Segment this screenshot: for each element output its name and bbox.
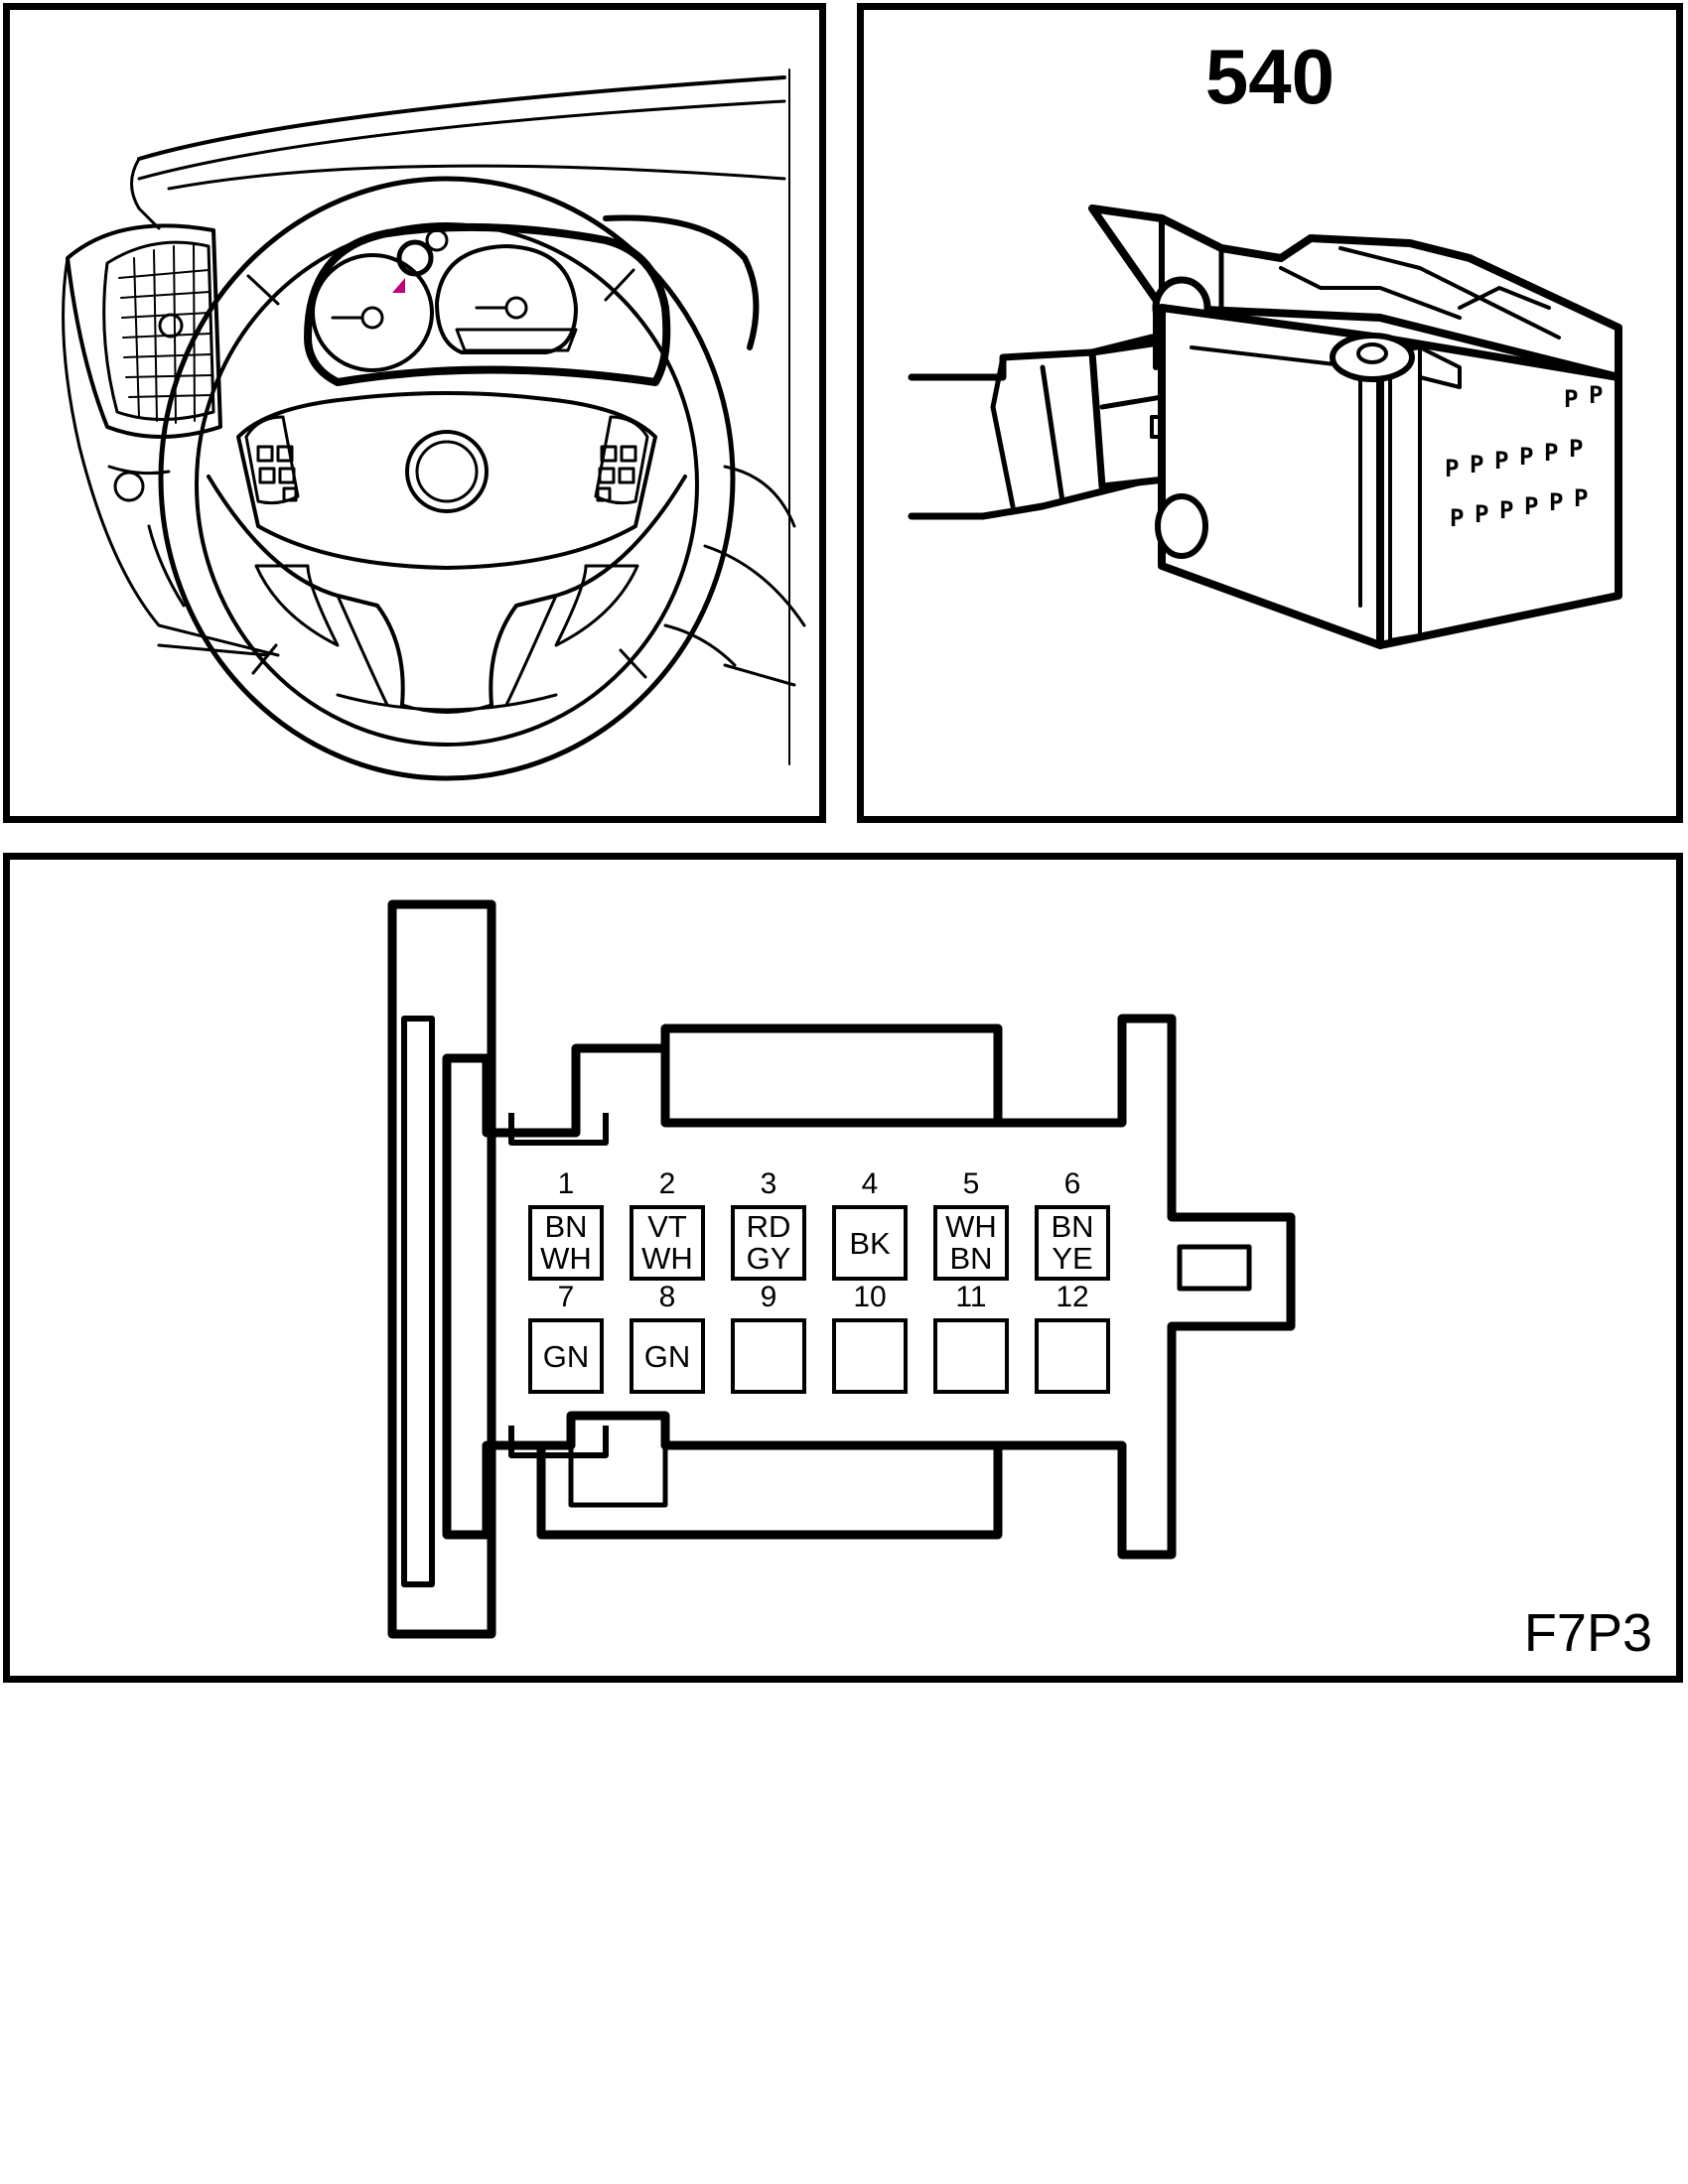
wire-color: YE xyxy=(1052,1241,1092,1276)
pin-11: 11 xyxy=(933,1281,1009,1394)
pin-cavity xyxy=(933,1318,1009,1394)
svg-text:P: P xyxy=(1450,504,1464,532)
pin-cavity xyxy=(832,1318,908,1394)
wire-color: WH xyxy=(540,1241,592,1276)
pin-number: 6 xyxy=(1064,1167,1081,1200)
warning-lamp-icon xyxy=(392,278,405,293)
pin-4: 4BK xyxy=(832,1167,908,1281)
figure-code: F7P3 xyxy=(1523,1603,1652,1663)
pin-number: 11 xyxy=(955,1281,986,1313)
pin-number: 10 xyxy=(853,1281,886,1313)
svg-text:P: P xyxy=(1569,435,1583,463)
pin-cavity xyxy=(630,1318,705,1394)
wire-color: VT xyxy=(647,1209,687,1244)
pin-number: 7 xyxy=(558,1281,575,1313)
pin-cavity xyxy=(731,1205,806,1281)
pin-number: 2 xyxy=(659,1167,676,1200)
wire-color: BN xyxy=(1051,1209,1093,1244)
wire-color: GN xyxy=(543,1339,590,1374)
pin-number: 1 xyxy=(558,1167,575,1200)
connector-face-outline xyxy=(387,899,1296,1639)
pin-cavity xyxy=(832,1205,908,1281)
svg-text:P: P xyxy=(1475,500,1488,528)
wire-color: RD xyxy=(747,1209,791,1244)
svg-text:P: P xyxy=(1544,439,1558,467)
connector-panel: 540 xyxy=(857,3,1683,823)
pin-number: 5 xyxy=(963,1167,980,1200)
pin-cavity xyxy=(731,1318,806,1394)
pin-number: 9 xyxy=(761,1281,777,1313)
pin-number: 3 xyxy=(761,1167,777,1200)
svg-text:P: P xyxy=(1564,385,1578,413)
svg-text:P: P xyxy=(1445,455,1459,482)
pin-number: 4 xyxy=(862,1167,879,1200)
pin-7: 7GN xyxy=(528,1281,604,1394)
pin-cavity xyxy=(528,1318,604,1394)
svg-text:P: P xyxy=(1524,492,1538,520)
pin-cavity xyxy=(1035,1318,1110,1394)
svg-text:P: P xyxy=(1574,484,1588,512)
svg-text:P: P xyxy=(1499,496,1513,524)
dashboard-illustration xyxy=(62,68,806,781)
wire-color: BK xyxy=(849,1226,891,1261)
pin-9: 9 xyxy=(731,1281,806,1394)
svg-text:P: P xyxy=(1470,451,1483,478)
pin-12: 12 xyxy=(1035,1281,1110,1394)
wire-color: GN xyxy=(644,1339,691,1374)
wire-color: BN xyxy=(544,1209,587,1244)
location-panel xyxy=(3,3,826,823)
svg-text:P: P xyxy=(1494,447,1508,475)
pin-8: 8GN xyxy=(630,1281,705,1394)
pin-cavity xyxy=(933,1205,1009,1281)
svg-text:P: P xyxy=(1589,381,1603,409)
pin-number: 8 xyxy=(659,1281,676,1313)
svg-text:P: P xyxy=(1519,443,1533,471)
wire-color: WH xyxy=(945,1209,997,1244)
connector-number: 540 xyxy=(1204,33,1336,120)
wire-color: WH xyxy=(641,1241,693,1276)
pin-number: 12 xyxy=(1055,1281,1088,1313)
wire-color: BN xyxy=(949,1241,992,1276)
pin-cavity xyxy=(528,1205,604,1281)
pin-cavity xyxy=(1035,1205,1110,1281)
pin-cavity xyxy=(630,1205,705,1281)
pin-10: 10 xyxy=(832,1281,908,1394)
wire-color: GY xyxy=(747,1241,791,1276)
svg-text:P: P xyxy=(1549,488,1563,516)
